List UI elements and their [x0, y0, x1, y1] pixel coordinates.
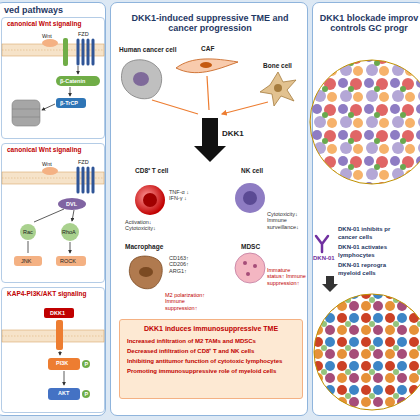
summary-item: Increased infiltration of M2 TAMs and MD… [127, 338, 295, 345]
node-note: M2 polarization↑ Immune suppression↑ [165, 292, 215, 311]
node-title: CD8⁺ T cell [135, 167, 185, 174]
source-cell: Bone cell [249, 57, 307, 109]
summary-title: DKK1 induces immunosuppressive TME [127, 325, 295, 333]
immune-cell: NK cellCytotoxicity↓ Immune surveillance… [223, 163, 309, 237]
node-note: TNF-α ↓ IFN-γ ↓ [169, 189, 201, 202]
immune-cell: MacrophageCD163↑ CD206↑ ARG1↑ M2 polariza… [117, 239, 217, 311]
node-title: ved pathways [4, 5, 104, 15]
pathway-box: KAP4-PI3K/AKT signaling [1, 287, 105, 413]
label: myeloid cells [338, 270, 376, 276]
node-note: CD163↑ CD206↑ ARG1↑ [169, 255, 203, 274]
node-title: MDSC [241, 243, 281, 250]
source-cell: CAF [181, 41, 241, 81]
label: Wnt [42, 162, 52, 168]
label: DVL [66, 202, 77, 208]
label: DKK1 [50, 311, 65, 317]
label: JNK [21, 259, 31, 265]
label: FZD [78, 32, 89, 38]
node-title: DKK1 blockade improv controls GC progr [317, 13, 420, 34]
summary-item: Inhibiting antitumor function of cytotox… [127, 358, 295, 365]
label: ROCK [60, 259, 76, 265]
immune-cell: CD8⁺ T cellTNF-α ↓ IFN-γ ↓ Activation↓ Cy… [119, 163, 203, 237]
label: P [85, 392, 89, 398]
node-note: Activation↓ Cytotoxicity↓ [125, 219, 169, 232]
label: Rac [23, 230, 33, 236]
node-title: CAF [201, 45, 231, 52]
node-title: canonical Wnt signaling [7, 20, 103, 27]
node-title: NK cell [241, 167, 291, 174]
label: DKN-01 activates [338, 244, 387, 250]
panel: DKK1-induced suppressive TME and cancer … [110, 2, 308, 416]
node-title: Macrophage [125, 243, 185, 250]
pathway-box: canonical Wnt signaling [1, 143, 105, 283]
source-cell: Human cancer cell [117, 43, 181, 103]
node-note: Cytotoxicity↓ Immune surveillance↓ [267, 211, 309, 230]
label: β-Catenin [60, 79, 85, 85]
label: lymphocytes [338, 252, 375, 258]
summary-item: Decreased infiltration of CD8⁺ T and NK … [127, 348, 295, 355]
pathway-box: canonical Wnt signaling [1, 17, 105, 139]
panel: ved pathways canonical Wnt signaling canon… [0, 2, 106, 416]
label: DKK1 [222, 130, 244, 138]
label: RhoA [62, 230, 76, 236]
immune-cell: MDSC Immature status↑ Immune suppression↑ [223, 239, 309, 311]
node-title: canonical Wnt signaling [7, 146, 103, 153]
label: DKN-01 inhibits pr [338, 226, 390, 232]
node-title: DKK1-induced suppressive TME and cancer … [117, 13, 303, 34]
node-note: Immature status↑ Immune suppression↑ [267, 267, 309, 286]
label: PI3K [56, 361, 68, 367]
label: Wnt [42, 34, 52, 40]
label: DKN-01 [313, 255, 335, 261]
label: β-TrCP [60, 101, 78, 107]
node-title: Human cancer cell [119, 46, 181, 53]
label: cancer cells [338, 234, 372, 240]
summary-box: DKK1 induces immunosuppressive TME Increa… [119, 319, 303, 399]
summary-item: Promoting immunosuppressive role of myel… [127, 368, 295, 375]
label: DKN-01 reprogra [338, 262, 386, 268]
node-title: Bone cell [263, 62, 303, 69]
panel: DKK1 blockade improv controls GC progr [312, 2, 420, 416]
label: FZD [78, 160, 89, 166]
label: AKT [58, 391, 69, 397]
label: P [85, 362, 89, 368]
node-title: KAP4-PI3K/AKT signaling [7, 290, 103, 297]
